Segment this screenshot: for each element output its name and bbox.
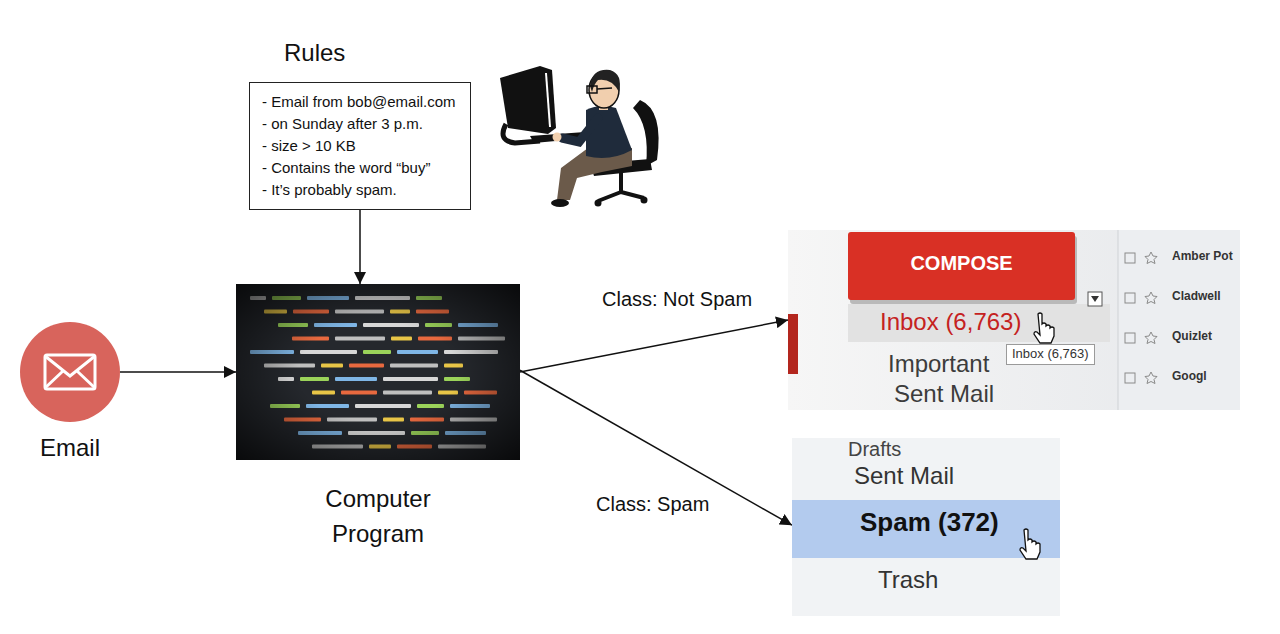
rules-heading: Rules [284,39,345,67]
rule-line: - Contains the word “buy” [262,157,430,179]
email-icon: Email [20,322,120,422]
edge-label: Class: Spam [596,493,709,516]
rules-box: Rules- Email from bob@email.com- on Sund… [249,82,471,210]
screenshot-ground [792,438,1060,616]
chair-wheel [595,200,602,207]
cursor-hand [1034,313,1054,343]
chair-wheel [641,197,648,204]
node-label: Computer Program [298,482,458,552]
program-image: Computer Program [236,284,520,460]
rule-line: - on Sunday after 3 p.m. [262,113,423,135]
envelope-flap [45,356,95,388]
arrow-connector [359,210,361,284]
email-circle [20,322,120,422]
spam-screenshot: DraftsSent MailSpam (372) Trash [792,438,1060,616]
dropdown [1088,292,1102,306]
glasses [587,86,597,93]
dropdown-arrow [1091,296,1099,302]
chair-base [598,172,644,201]
folder-label: Inbox (6,763) [880,308,1021,336]
folder-label: Sent Mail [894,380,994,408]
screen-ground [236,284,520,460]
hand [553,133,562,142]
glasses-arm [597,88,612,89]
inbox-row [848,304,1110,342]
envelope [45,355,95,389]
shoe [551,199,569,207]
rule-line: - Email from bob@email.com [262,91,456,113]
checkbox [1125,373,1135,383]
sender-name: Quizlet [1172,330,1212,344]
checkbox [1125,253,1135,263]
torso [586,106,632,158]
programmer-illustration [500,66,659,207]
sender-name: Amber Pot [1172,250,1233,264]
cursor-hand [1020,529,1040,559]
star [1145,332,1157,344]
hair [590,70,620,92]
arrow-connector [120,371,236,373]
folder-label: Sent Mail [854,462,954,490]
monitor [500,66,556,134]
chair-back [633,100,659,166]
compose-button-label: COMPOSE [848,252,1075,275]
star [1145,372,1157,384]
checkbox [1125,333,1135,343]
screenshot-ground [788,230,1240,410]
vignette [236,284,520,460]
monitor-edge [546,73,550,127]
folder-label: Trash [878,566,938,594]
star [1145,252,1157,264]
sender-name: Googl [1172,370,1207,384]
divider [1118,230,1119,410]
sender-name: Cladwell [1172,290,1221,304]
folder-label: Important [888,350,989,378]
arrow-connector [520,320,788,372]
folder-label: Spam (372) [860,508,999,538]
node-label: Email [20,434,120,462]
rule-line: - size > 10 KB [262,135,356,157]
star [1145,292,1157,304]
compose-button [848,232,1075,300]
inbox-screenshot: COMPOSE Inbox (6,763) ImportantSent Mail In… [788,230,1240,410]
folder-label: Drafts [848,438,901,461]
node-drawing [20,322,120,422]
checkbox [1125,293,1135,303]
edge-label: Class: Not Spam [602,288,752,311]
selection-strip [788,314,798,374]
arm [562,118,598,142]
message-list [1118,230,1240,410]
rule-line: - It’s probably spam. [262,179,397,201]
arrow-connector [520,370,792,525]
node-drawing [236,284,520,460]
spam-row [792,500,1060,558]
tooltip: Inbox (6,763) [1006,344,1095,365]
